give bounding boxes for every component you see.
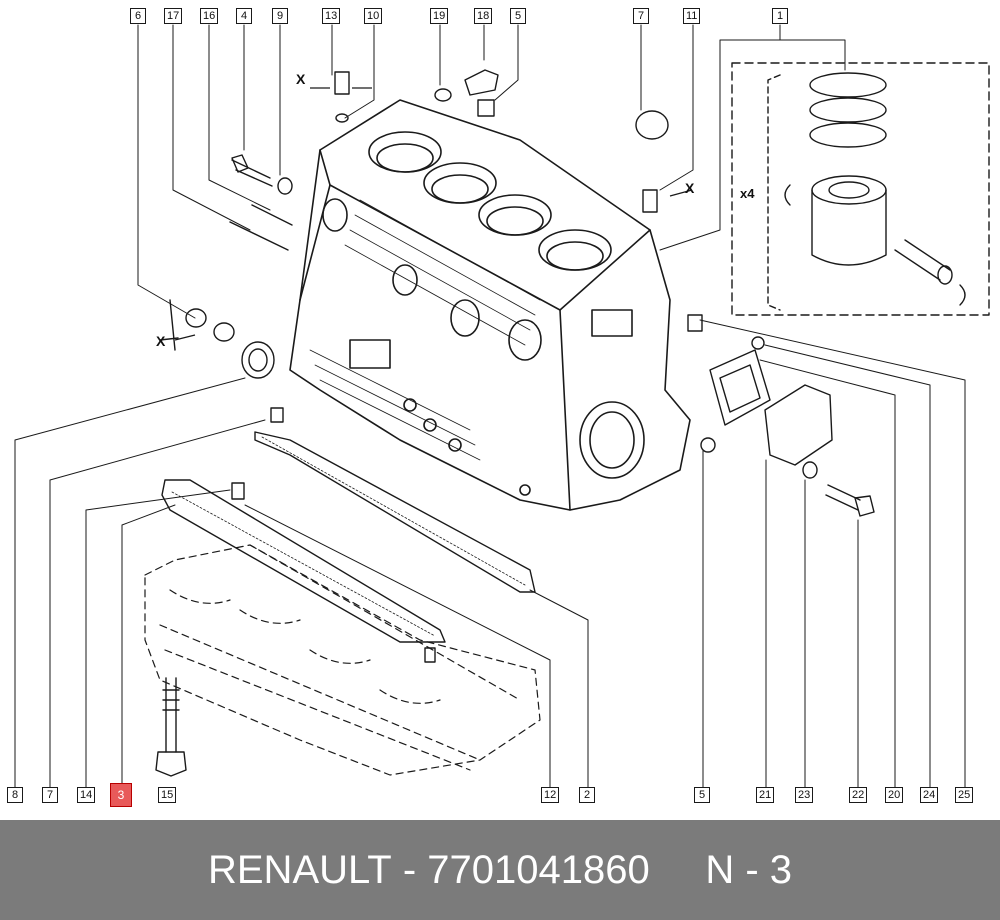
bearing-cap-seals — [161, 407, 536, 663]
callout-1: 1 — [772, 8, 788, 24]
footer-gap — [650, 848, 706, 893]
callout-21: 21 — [756, 787, 775, 803]
callout-9: 9 — [272, 8, 288, 24]
callout-18: 18 — [474, 8, 493, 24]
callout-8: 8 — [7, 787, 23, 803]
callout-17: 17 — [164, 8, 183, 24]
callout-19: 19 — [430, 8, 449, 24]
callout-5-top: 5 — [510, 8, 526, 24]
callout-11: 11 — [683, 8, 701, 24]
section-marker-lines — [174, 87, 693, 341]
callout-4: 4 — [236, 8, 252, 24]
callout-23: 23 — [795, 787, 814, 803]
callout-2: 2 — [579, 787, 595, 803]
piston-kit — [784, 72, 966, 306]
callout-25: 25 — [955, 787, 974, 803]
callout-22: 22 — [849, 787, 868, 803]
leader-lines-top — [137, 24, 846, 319]
piston-quantity-label: x4 — [740, 186, 755, 201]
small-parts-top — [229, 69, 669, 251]
callout-3-highlighted[interactable]: 3 — [110, 783, 132, 807]
footer-part-number: 7701041860 — [427, 847, 650, 892]
engine-block — [289, 99, 691, 511]
piston-kit-frame — [731, 62, 990, 316]
callout-16: 16 — [200, 8, 219, 24]
crankcase-bolt — [155, 677, 187, 777]
callout-7-top: 7 — [633, 8, 649, 24]
callout-20: 20 — [885, 787, 904, 803]
callout-5-bottom: 5 — [694, 787, 710, 803]
callout-15: 15 — [158, 787, 177, 803]
seals-left — [159, 299, 275, 379]
leader-lines-bottom — [14, 319, 966, 788]
part-number-footer: RENAULT - 7701041860 N - 3 — [0, 820, 1000, 920]
callout-6: 6 — [130, 8, 146, 24]
callout-24: 24 — [920, 787, 939, 803]
section-marker-x-left: X — [156, 333, 166, 349]
callout-14: 14 — [77, 787, 96, 803]
callout-13: 13 — [322, 8, 341, 24]
callout-12: 12 — [541, 787, 560, 803]
side-cover-parts — [687, 314, 875, 517]
callout-10: 10 — [364, 8, 383, 24]
exploded-engine-block-diagram — [14, 24, 990, 788]
callout-7-bottom: 7 — [42, 787, 58, 803]
section-marker-x-top: X — [296, 71, 306, 87]
section-marker-x-right: X — [685, 180, 695, 196]
footer-brand: RENAULT — [207, 847, 392, 892]
lower-crankcase-phantom — [144, 544, 541, 776]
footer-separator: - — [391, 847, 428, 892]
footer-ref-label: N - 3 — [705, 847, 792, 892]
